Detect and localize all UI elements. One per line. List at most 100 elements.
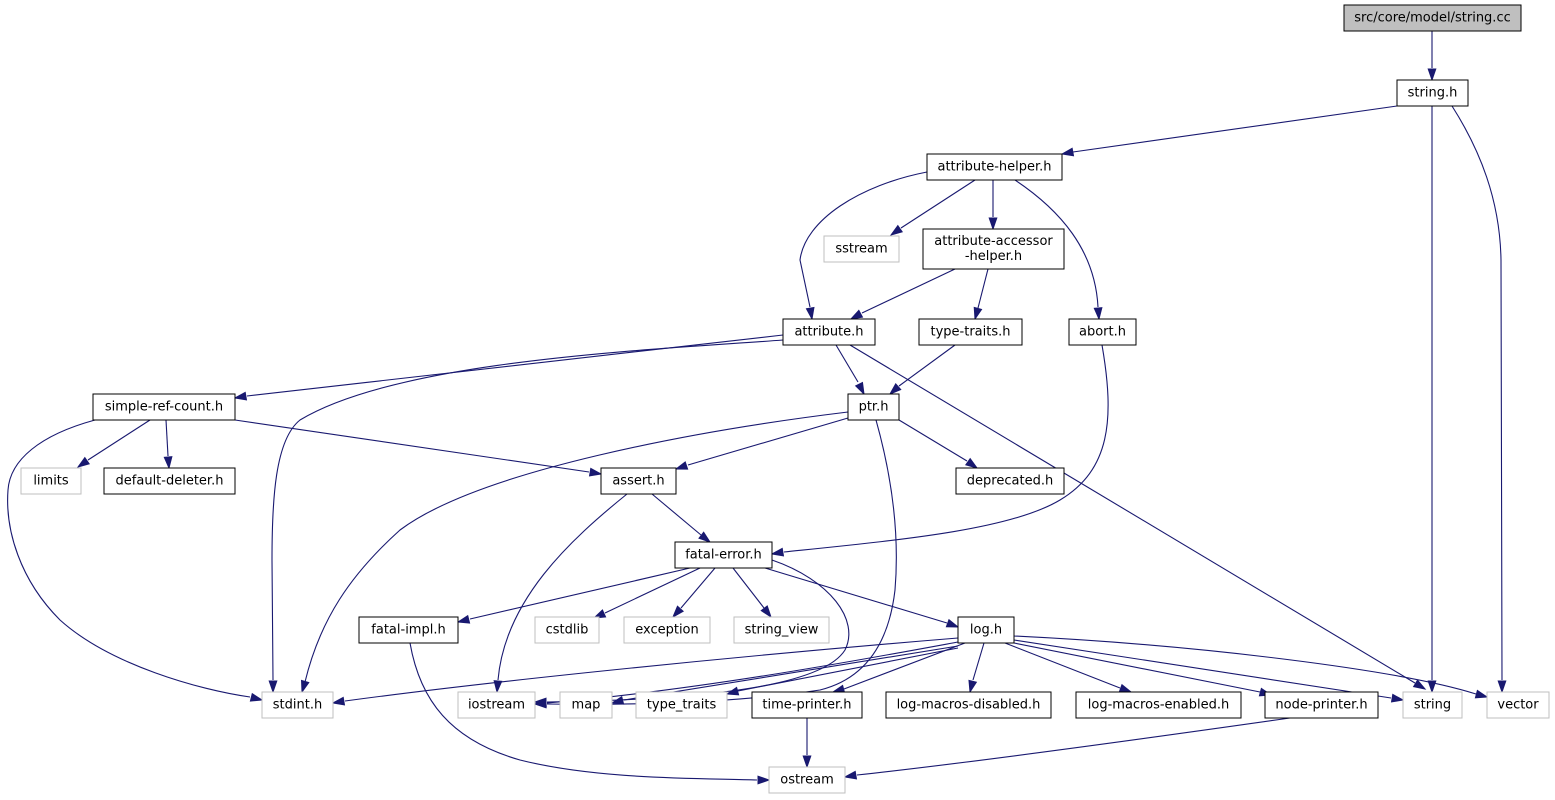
node-box (103, 467, 236, 495)
node-default-deleter-h[interactable]: default-deleter.h (103, 467, 236, 495)
edge-arrowhead (610, 695, 625, 705)
node-log-macros-enabled-h[interactable]: log-macros-enabled.h (1075, 691, 1242, 719)
dependency-edge (592, 567, 701, 619)
node-label: type_traits (647, 698, 717, 713)
node-box (261, 691, 334, 719)
node-string-h[interactable]: string.h (1396, 79, 1469, 107)
dependency-edge (233, 334, 784, 401)
dependency-edge (234, 419, 603, 477)
edge-arrowhead (1390, 693, 1405, 703)
node-box (1486, 691, 1550, 719)
edge-line (623, 645, 959, 701)
dependency-edge (610, 645, 959, 705)
node-attribute-accessor-helper-h[interactable]: attribute-accessor-helper.h (922, 228, 1065, 270)
node-box (885, 691, 1052, 719)
node-string: string (1402, 691, 1463, 719)
edge-line (409, 642, 758, 781)
node-node-printer-h[interactable]: node-printer.h (1264, 691, 1379, 719)
edge-line (764, 567, 948, 624)
node-label: vector (1497, 698, 1539, 713)
node-label: node-printer.h (1275, 698, 1367, 713)
dependency-edge (76, 419, 151, 468)
node-time-printer-h[interactable]: time-printer.h (751, 691, 863, 719)
node-box (733, 616, 830, 644)
dependency-edge (163, 419, 173, 470)
node-simple-ref-count-h[interactable]: simple-ref-count.h (92, 393, 236, 421)
dependency-edge (1013, 639, 1405, 703)
edge-arrowhead (698, 531, 712, 543)
dependency-edge (493, 493, 628, 694)
node-type-traits-h[interactable]: type-traits.h (918, 318, 1023, 346)
node-box (1075, 691, 1242, 719)
node-label: abort.h (1079, 325, 1126, 340)
edge-arrowhead (233, 391, 248, 401)
node-stdint-h: stdint.h (261, 691, 334, 719)
edge-arrowhead (968, 679, 978, 694)
edge-arrowhead (1427, 68, 1437, 82)
dependency-edge (1013, 642, 1273, 697)
edge-arrowhead (1412, 679, 1427, 690)
node-fatal-impl-h[interactable]: fatal-impl.h (358, 616, 459, 644)
node-label: string_view (745, 623, 819, 638)
dependency-edge (725, 647, 959, 696)
node-box (922, 228, 1065, 270)
edge-line (799, 171, 928, 308)
dependency-edge (7, 419, 264, 702)
dependency-edge (732, 567, 772, 619)
edge-arrowhead (76, 456, 91, 468)
node-label: log-macros-disabled.h (897, 698, 1041, 713)
node-label: type-traits.h (931, 325, 1011, 340)
edge-arrowhead (725, 686, 740, 696)
node-label: -helper.h (965, 249, 1022, 264)
node-src-core-model-string-cc[interactable]: src/core/model/string.cc (1343, 4, 1522, 32)
node-label: exception (635, 623, 699, 638)
edge-line (1013, 635, 1477, 695)
edge-line (246, 334, 784, 397)
node-box (782, 318, 876, 346)
node-deprecated-h[interactable]: deprecated.h (955, 467, 1065, 495)
node-box (92, 393, 236, 421)
node-attribute-h[interactable]: attribute.h (782, 318, 876, 346)
dependency-edge (889, 179, 976, 236)
node-box (926, 153, 1063, 181)
dependency-edge (671, 567, 716, 619)
node-log-h[interactable]: log.h (957, 616, 1015, 644)
dependency-edge (1427, 31, 1437, 82)
node-vector: vector (1486, 691, 1550, 719)
dependency-edge (835, 344, 865, 396)
edge-arrowhead (889, 224, 904, 236)
node-label: time-printer.h (762, 698, 851, 713)
node-label: iostream (468, 698, 525, 713)
node-abort-h[interactable]: abort.h (1068, 318, 1137, 346)
edge-line (604, 567, 701, 614)
edge-line (1072, 105, 1398, 153)
node-label: attribute-helper.h (937, 160, 1051, 175)
edge-arrowhead (1427, 680, 1437, 694)
node-string-view: string_view (733, 616, 830, 644)
node-fatal-error-h[interactable]: fatal-error.h (674, 541, 773, 569)
edge-line (835, 344, 859, 383)
edge-arrowhead (760, 605, 772, 619)
dependency-edge (300, 411, 849, 694)
node-ptr-h[interactable]: ptr.h (847, 393, 900, 421)
node-box (751, 691, 863, 719)
edge-line (898, 419, 968, 462)
edge-arrowhead (671, 605, 685, 619)
dependency-edge (843, 717, 1291, 780)
node-box (635, 691, 728, 719)
node-label: log-macros-enabled.h (1088, 698, 1229, 713)
edge-line (1013, 639, 1392, 699)
dependency-edge (888, 344, 956, 396)
node-label: deprecated.h (967, 474, 1053, 489)
edge-line (861, 268, 956, 314)
edge-arrowhead (964, 457, 979, 469)
edge-arrowhead (592, 609, 607, 619)
edge-arrowhead (805, 306, 815, 321)
node-log-macros-disabled-h[interactable]: log-macros-disabled.h (885, 691, 1052, 719)
edge-arrowhead (268, 680, 278, 694)
node-attribute-helper-h[interactable]: attribute-helper.h (926, 153, 1063, 181)
node-assert-h[interactable]: assert.h (600, 467, 677, 495)
edge-arrowhead (1093, 307, 1103, 321)
edge-arrowhead (1474, 689, 1489, 699)
node-label: attribute-accessor (934, 234, 1053, 249)
